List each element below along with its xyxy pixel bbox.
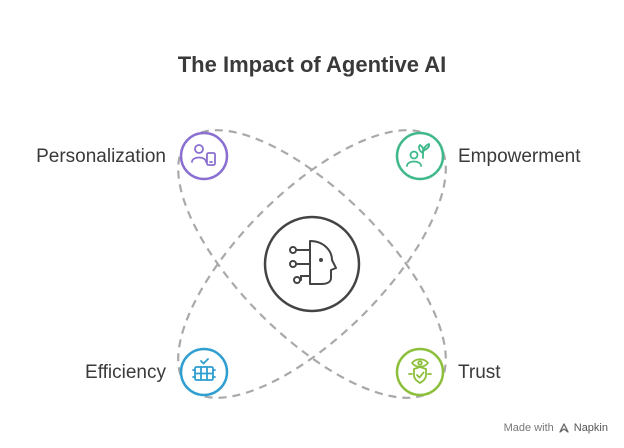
user-device-icon	[191, 144, 216, 166]
trust-node	[395, 347, 445, 397]
efficiency-label: Efficiency	[85, 362, 166, 383]
personalization-label: Personalization	[36, 146, 166, 167]
eye-shield-icon	[408, 358, 432, 384]
server-check-icon	[192, 358, 216, 381]
growth-plant-icon	[406, 143, 431, 167]
watermark-prefix: Made with	[503, 422, 554, 434]
center-node	[263, 215, 361, 313]
efficiency-node	[179, 347, 229, 397]
empowerment-node	[395, 131, 445, 181]
ai-head-circuit-icon	[289, 240, 337, 285]
watermark[interactable]: Made with Napkin	[504, 422, 608, 434]
trust-label: Trust	[458, 362, 501, 383]
empowerment-label: Empowerment	[458, 146, 581, 167]
napkin-logo-icon	[559, 423, 569, 433]
watermark-brand: Napkin	[573, 422, 608, 434]
page-title: The Impact of Agentive AI	[177, 52, 447, 77]
personalization-node	[179, 131, 229, 181]
